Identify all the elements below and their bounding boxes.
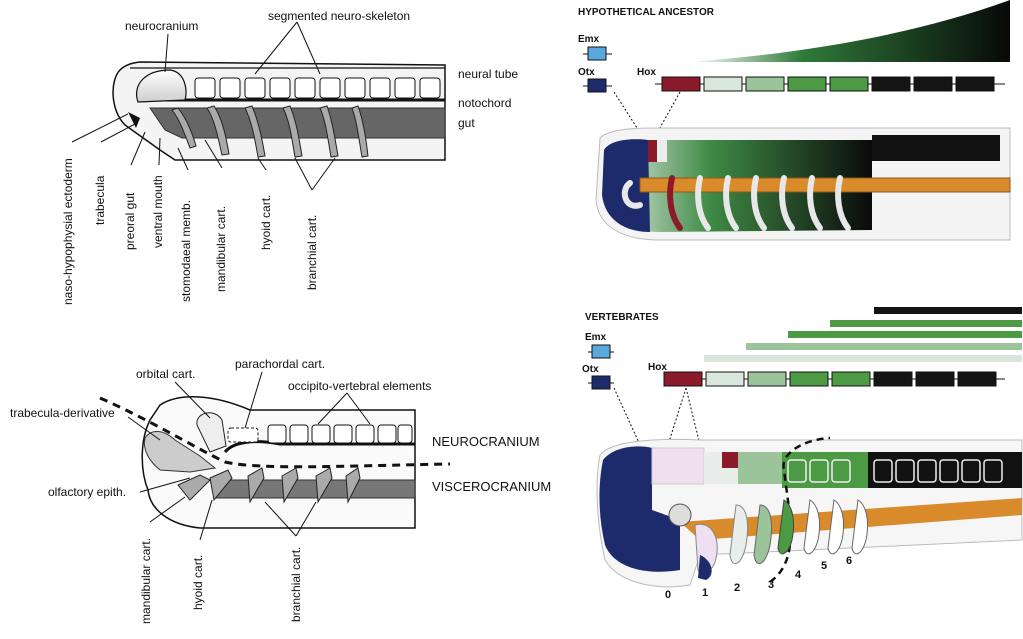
label-hyoid-b: hyoid cart. <box>191 555 205 610</box>
label-segmented: segmented neuro-skeleton <box>268 9 410 23</box>
panel-a-labels: neurocranium segmented neuro-skeleton ne… <box>61 9 518 305</box>
arch-cartilages-b <box>177 467 361 504</box>
label-stomodaeal: stomodaeal memb. <box>179 200 193 302</box>
panel-b-embryo <box>99 396 451 529</box>
label-mandibular-a: mandibular cart. <box>214 206 228 292</box>
label-neural-tube: neural tube <box>458 67 518 81</box>
hox-cluster-d <box>663 371 997 387</box>
label-trabecula-derivative: trabecula-derivative <box>10 406 115 420</box>
gene-emx-c: Emx <box>578 34 600 45</box>
panel-d: VERTEBRATES Emx Otx Hox <box>582 307 1023 601</box>
label-trabecula: trabecula <box>93 175 107 225</box>
arch-number: 2 <box>734 582 740 594</box>
gene-otx-c: Otx <box>578 67 595 78</box>
label-hyoid-a: hyoid cart. <box>259 195 273 250</box>
arch-number: 6 <box>846 555 852 567</box>
hox-cluster-c <box>661 76 995 92</box>
emx-box-d <box>591 344 611 359</box>
arch-number: 3 <box>768 579 774 591</box>
panel-a-embryo <box>112 61 446 161</box>
label-neurocranium: neurocranium <box>125 19 198 33</box>
arch-numbers: 0 1 2 3 4 5 6 <box>665 555 852 601</box>
gene-hox-c: Hox <box>637 67 656 78</box>
label-naso: naso-hypophysial ectoderm <box>61 158 75 305</box>
label-branchial-a: branchial cart. <box>305 215 319 290</box>
emx-box-c <box>587 46 607 61</box>
arch-number: 4 <box>795 569 802 581</box>
panel-c-title: HYPOTHETICAL ANCESTOR <box>578 7 715 18</box>
arches-d <box>668 499 869 580</box>
label-olfactory: olfactory epith. <box>48 485 126 499</box>
label-viscerocranium: VISCEROCRANIUM <box>432 479 551 494</box>
label-ventral-mouth: ventral mouth <box>151 175 165 248</box>
label-mandibular-b: mandibular cart. <box>139 538 153 624</box>
vertebral-boxes <box>787 459 1003 483</box>
arch-number: 5 <box>821 560 827 572</box>
arch-number: 1 <box>702 587 708 599</box>
panel-d-title: VERTEBRATES <box>585 312 659 323</box>
arch-cartilages-a <box>171 105 369 158</box>
label-branchial-b: branchial cart. <box>289 547 303 622</box>
label-neurocranium-b: NEUROCRANIUM <box>432 434 540 449</box>
gene-emx-d: Emx <box>585 332 607 343</box>
label-orbital: orbital cart. <box>136 367 195 381</box>
arches-c <box>621 175 851 231</box>
label-parachordal: parachordal cart. <box>235 357 325 371</box>
panel-c: HYPOTHETICAL ANCESTOR Emx Otx Hox <box>578 0 1011 241</box>
hox-expression-bars <box>704 307 1022 362</box>
gene-otx-d: Otx <box>582 364 599 375</box>
label-notochord: notochord <box>458 96 511 110</box>
arch-number: 0 <box>665 589 671 601</box>
label-preoral-gut: preoral gut <box>123 192 137 250</box>
otx-box-c <box>587 78 607 93</box>
label-gut: gut <box>458 116 475 130</box>
panel-b-labels: orbital cart. parachordal cart. occipito… <box>10 357 551 624</box>
gene-hox-d: Hox <box>648 362 667 373</box>
label-occipito: occipito-vertebral elements <box>288 379 431 393</box>
occipito-boxes <box>267 424 413 444</box>
otx-box-d <box>591 375 611 390</box>
segmented-boxes <box>194 77 441 99</box>
